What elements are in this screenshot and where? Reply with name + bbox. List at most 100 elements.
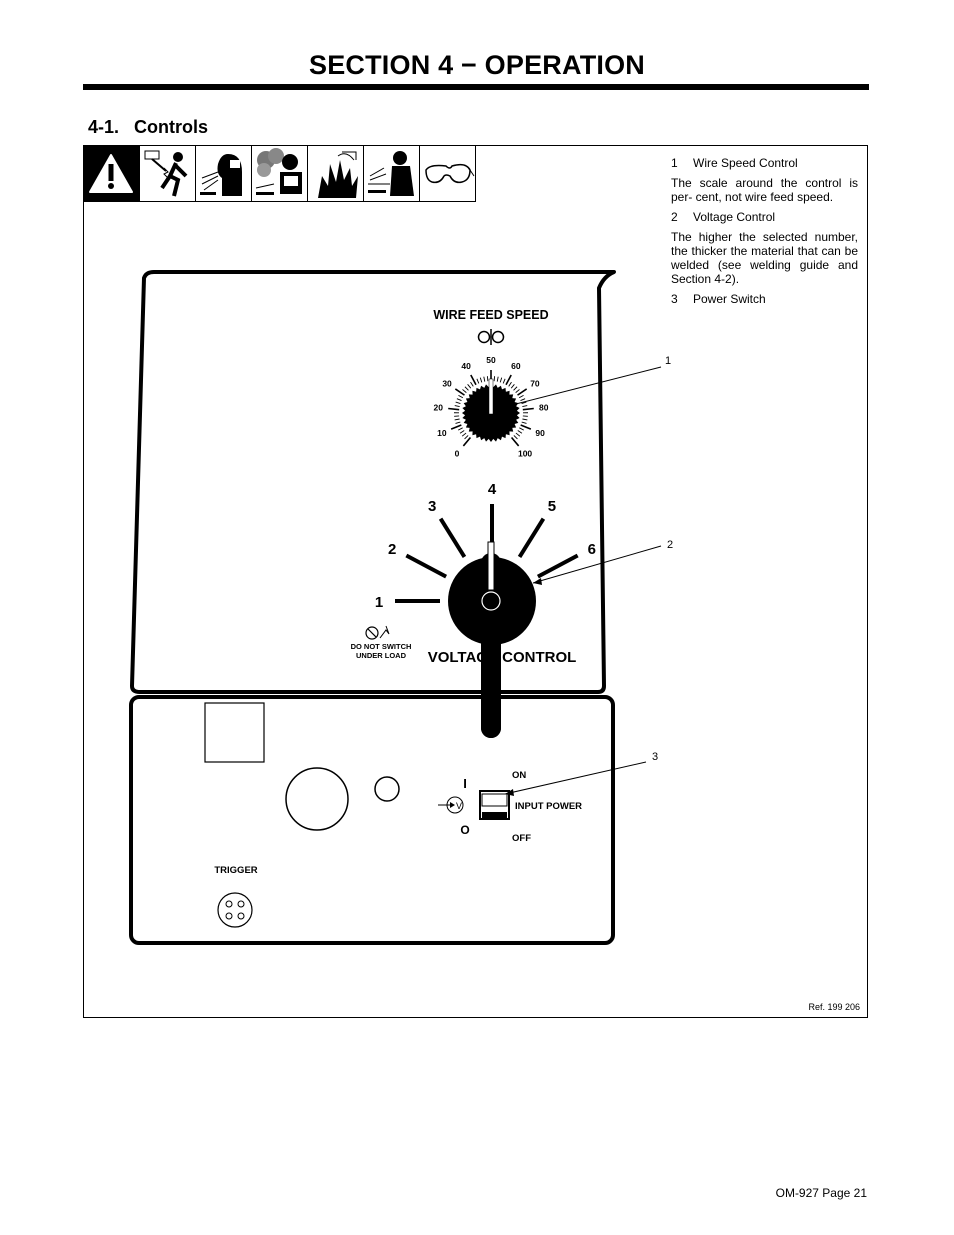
note-number: 3: [671, 292, 678, 306]
note-label-power-switch: Power Switch: [693, 292, 766, 306]
safety-icon-strip: [84, 146, 476, 202]
callout-1: 1: [665, 355, 671, 367]
wfs-title: WIRE FEED SPEED: [433, 308, 548, 322]
wfs-major-tick: [505, 374, 512, 386]
voltage-scale-mark: [405, 553, 448, 579]
voltage-scale-label: 2: [388, 541, 396, 558]
note-label-wire-speed: Wire Speed Control: [693, 156, 798, 170]
voltage-handle-hub: [481, 591, 501, 611]
wfs-scale-label: 100: [518, 449, 532, 459]
callout-leader-3: [504, 761, 647, 795]
fumes-icon: [252, 146, 308, 202]
wire-speed-knob-pointer: [488, 378, 494, 415]
on-label: ON: [512, 770, 526, 781]
wfs-minor-tick: [510, 384, 515, 389]
safety-glasses-icon: [420, 146, 476, 202]
wfs-minor-tick: [458, 395, 464, 399]
wfs-scale-label: 20: [434, 402, 444, 412]
wfs-minor-tick: [513, 435, 518, 440]
input-power-label: INPUT POWER: [515, 801, 582, 812]
wfs-minor-tick: [508, 381, 512, 387]
wfs-symbol-icon: [477, 329, 505, 345]
no-switch-under-load-icon: [365, 625, 390, 640]
wfs-minor-tick: [521, 401, 527, 404]
voltage-scale-label: 4: [488, 481, 497, 498]
callout-leader-1: [499, 366, 662, 409]
note-desc-voltage: The higher the selected number, the thic…: [671, 230, 858, 286]
voltage-scale-label: 1: [375, 594, 383, 611]
wfs-minor-tick: [455, 401, 461, 404]
voltage-scale-mark: [438, 517, 467, 558]
voltage-sense-icon: [438, 796, 464, 814]
wfs-major-tick: [448, 407, 460, 411]
warning-triangle-icon: [84, 146, 140, 202]
small-knob-hole: [374, 776, 400, 802]
notes-panel: 1 Wire Speed Control The scale around the…: [671, 156, 858, 312]
wfs-scale-label: 40: [461, 361, 471, 371]
fire-explosion-icon: [308, 146, 364, 202]
wfs-minor-tick: [519, 427, 524, 431]
voltage-scale-label: 6: [588, 541, 596, 558]
wfs-minor-tick: [502, 378, 506, 384]
wfs-minor-tick: [515, 389, 520, 393]
controls-figure-frame: 1 Wire Speed Control The scale around the…: [83, 145, 868, 1018]
wfs-major-tick: [470, 374, 477, 386]
warn-line1: DO NOT SWITCH: [351, 642, 412, 651]
wfs-major-tick: [462, 436, 472, 447]
note-number: 1: [671, 156, 678, 170]
wfs-minor-tick: [522, 405, 528, 408]
wfs-minor-tick: [476, 378, 480, 384]
wfs-minor-tick: [522, 418, 528, 421]
wfs-minor-tick: [467, 384, 472, 389]
voltage-scale-label: 5: [548, 498, 556, 515]
wfs-minor-tick: [454, 418, 460, 421]
wfs-major-tick: [520, 424, 532, 430]
wfs-major-tick: [454, 388, 465, 396]
gun-connector: [285, 767, 349, 831]
wfs-minor-tick: [521, 421, 527, 424]
note-desc-wire-speed: The scale around the control is per- cen…: [671, 176, 858, 204]
wfs-minor-tick: [513, 386, 518, 391]
wfs-minor-tick: [459, 430, 465, 434]
trigger-label: TRIGGER: [214, 865, 257, 876]
wfs-major-tick: [510, 436, 520, 447]
hot-parts-icon: [364, 146, 420, 202]
voltage-scale-mark: [536, 553, 579, 579]
callout-leader-2: [532, 545, 662, 584]
arc-rays-icon: [196, 146, 252, 202]
wfs-minor-tick: [461, 432, 467, 437]
wfs-minor-tick: [464, 435, 469, 440]
wfs-minor-tick: [515, 432, 521, 437]
voltage-scale-label: 3: [428, 498, 436, 515]
note-label-voltage: Voltage Control: [693, 210, 776, 224]
wfs-major-tick: [522, 407, 534, 411]
lower-panel-outline: [129, 695, 615, 945]
voltage-scale-mark: [517, 517, 546, 558]
wfs-major-tick: [450, 424, 462, 430]
wfs-scale-label: 30: [442, 378, 452, 388]
wfs-minor-tick: [456, 398, 462, 402]
wfs-minor-tick: [518, 395, 524, 399]
wfs-minor-tick: [479, 377, 483, 383]
wfs-scale-label: 90: [535, 428, 545, 438]
wfs-minor-tick: [455, 421, 461, 424]
wfs-minor-tick: [462, 389, 467, 393]
wfs-scale-label: 10: [437, 428, 447, 438]
wfs-minor-tick: [470, 381, 474, 387]
voltage-control-title: VOLTAGE CONTROL: [428, 649, 577, 666]
wfs-minor-tick: [458, 427, 463, 431]
on-symbol: I: [463, 776, 467, 791]
subsection-title: 4-1. Controls: [88, 117, 209, 137]
wfs-minor-tick: [517, 430, 523, 434]
wfs-minor-tick: [483, 376, 486, 382]
wfs-scale-label: 60: [511, 361, 521, 371]
trigger-receptacle: [217, 892, 253, 928]
voltage-handle-pointer: [487, 541, 495, 591]
callout-3: 3: [652, 751, 658, 763]
wfs-minor-tick: [520, 398, 526, 402]
note-number: 2: [671, 210, 678, 224]
reference-number: Ref. 199 206: [808, 1002, 860, 1012]
off-symbol: O: [460, 823, 469, 837]
